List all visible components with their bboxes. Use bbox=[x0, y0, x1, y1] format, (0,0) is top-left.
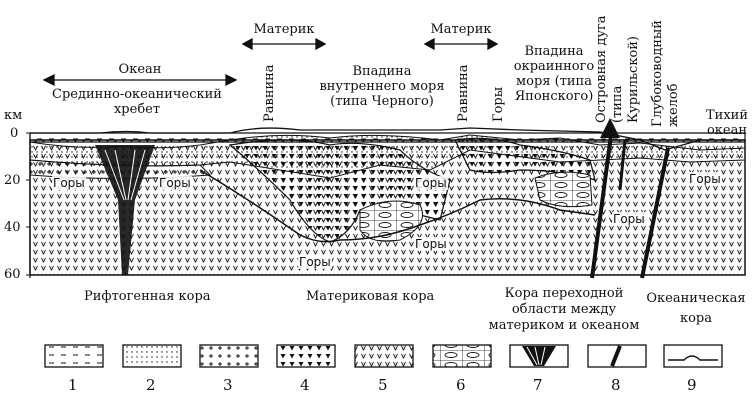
mor-label: Срединно-океанический хребет bbox=[42, 87, 232, 117]
mountains-label: Горы bbox=[298, 255, 332, 269]
transitional-crust-label: Кора переходной области между материком … bbox=[488, 286, 640, 334]
legend-box-1 bbox=[45, 345, 103, 367]
legend-box-6 bbox=[433, 345, 491, 367]
plain-label-right: Равнина bbox=[456, 64, 471, 122]
oceanic-crust-label: Океаническая кора bbox=[640, 289, 752, 329]
tick-20: 20 bbox=[4, 173, 21, 188]
mountains-label: Горы bbox=[52, 176, 86, 190]
inner-sea-label: Впадина внутреннего моря (типа Черного) bbox=[318, 64, 446, 109]
legend-number: 1 bbox=[68, 376, 78, 394]
mountains-label: Горы bbox=[612, 212, 646, 226]
legend-box-3 bbox=[200, 345, 258, 367]
legend-number: 7 bbox=[533, 376, 543, 394]
legend-box-4 bbox=[277, 345, 335, 367]
mainland-label-right: Материк bbox=[430, 22, 491, 37]
trench-label: Глубоководный желоб bbox=[650, 2, 682, 127]
pacific-label: Тихий океан bbox=[700, 108, 754, 138]
legend-number: 5 bbox=[378, 376, 388, 394]
legend-number: 8 bbox=[611, 376, 621, 394]
plain-label-left: Равнина bbox=[262, 64, 277, 122]
legend-number: 3 bbox=[223, 376, 233, 394]
tick-60: 60 bbox=[4, 267, 21, 282]
ocean-label: Океан bbox=[119, 62, 162, 77]
continental-crust-label: Материковая кора bbox=[306, 289, 434, 304]
legend-box-2 bbox=[123, 345, 181, 367]
tick-0: 0 bbox=[10, 126, 18, 141]
mountains-label: Горы bbox=[158, 176, 192, 190]
mainland-arrow-left bbox=[243, 39, 325, 49]
mountains-label: Горы bbox=[688, 172, 722, 186]
axis-unit: км bbox=[4, 108, 22, 123]
basalt-lens-2 bbox=[535, 172, 592, 207]
tick-40: 40 bbox=[4, 220, 21, 235]
mainland-arrow-right bbox=[425, 39, 497, 49]
legend-number: 2 bbox=[146, 376, 156, 394]
mountains-label: Горы bbox=[414, 176, 448, 190]
rift-crust-label: Рифтогенная кора bbox=[84, 289, 211, 304]
mainland-label-left: Материк bbox=[253, 22, 314, 37]
legend-number: 4 bbox=[300, 376, 310, 394]
island-arc-label: Островная дуга (типа Курильской) bbox=[594, 3, 642, 123]
mountains-label-top: Горы bbox=[491, 87, 506, 122]
mountains-label: Горы bbox=[414, 237, 448, 251]
legend-box-5 bbox=[355, 345, 413, 367]
legend-number: 9 bbox=[687, 376, 697, 394]
marginal-sea-label: Впадина окраинного моря (типа Японского) bbox=[508, 44, 600, 104]
legend-number: 6 bbox=[456, 376, 466, 394]
